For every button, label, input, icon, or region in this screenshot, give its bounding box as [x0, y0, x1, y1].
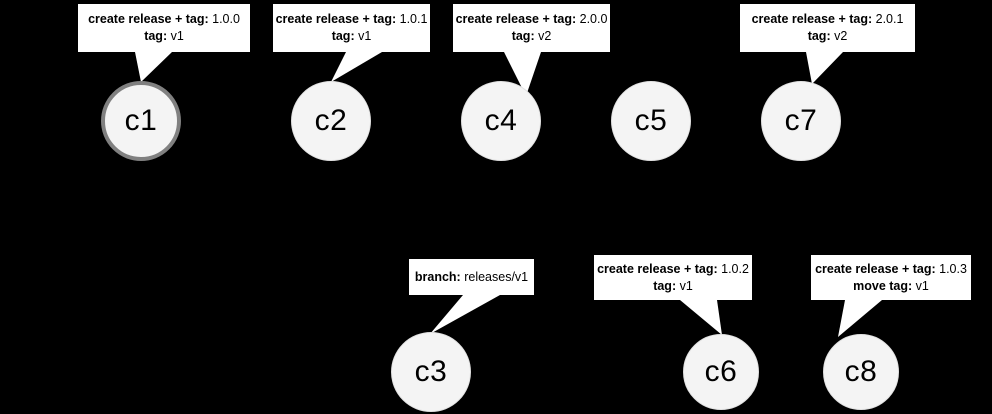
callout-c7-line-1: create release + tag: 2.0.1 [752, 11, 904, 28]
callout-tail-c7 [806, 52, 843, 84]
callout-c4-line-1: create release + tag: 2.0.0 [456, 11, 608, 28]
callout-c4-line-1-value: 2.0.0 [579, 12, 608, 26]
callout-c4-line-2: tag: v2 [512, 28, 552, 45]
callout-c2-line-1-key: create release + tag: [275, 12, 397, 26]
commit-node-c6[interactable]: c6 [683, 334, 759, 410]
commit-node-c3[interactable]: c3 [391, 332, 471, 412]
callout-c6-line-1-value: 1.0.2 [721, 261, 749, 276]
callout-tail-c4 [504, 52, 541, 96]
callout-c6-line-2: tag: v1 [653, 278, 693, 295]
commit-node-c5[interactable]: c5 [611, 81, 691, 161]
callout-c6-line-2-key: tag: [653, 278, 677, 293]
callout-c8-line-2-value: v1 [915, 278, 929, 293]
callout-c1-line-2: tag: v1 [144, 28, 184, 45]
callout-c3-line-1: branch: releases/v1 [415, 269, 528, 286]
commit-node-label-c3: c3 [414, 355, 448, 388]
callout-tail-c1 [135, 52, 172, 82]
callout-c3-line-1-key: branch: [414, 269, 461, 284]
callout-c8-line-1: create release + tag: 1.0.3 [815, 261, 967, 278]
callout-c7-line-2: tag: v2 [808, 28, 848, 45]
callout-c1-line-1-key: create release + tag: [88, 12, 209, 26]
callout-c6-line-1-key: create release + tag: [597, 261, 718, 276]
commit-node-label-c7: c7 [784, 104, 818, 137]
callout-c7-line-1-key: create release + tag: [751, 12, 873, 26]
callout-c8-line-2-key: move tag: [853, 278, 913, 293]
callout-c2-line-2-value: v1 [358, 29, 372, 43]
commit-node-label-c8: c8 [844, 355, 878, 388]
callout-c1-line-2-value: v1 [170, 29, 184, 43]
commit-node-c4[interactable]: c4 [461, 81, 541, 161]
callout-tail-c2 [331, 52, 382, 82]
callout-c4-line-2-value: v2 [538, 29, 552, 43]
callout-c8-line-1-key: create release + tag: [815, 261, 936, 276]
callout-c4-line-2-key: tag: [511, 29, 535, 43]
callout-c2-line-1: create release + tag: 1.0.1 [276, 11, 428, 28]
commit-node-c1[interactable]: c1 [101, 81, 181, 161]
commit-node-label-c5: c5 [634, 104, 668, 137]
callout-c1-line-2-key: tag: [144, 29, 168, 43]
callout-c8-line-1-value: 1.0.3 [939, 261, 967, 276]
callout-c3-line-1-value: releases/v1 [464, 269, 529, 284]
callout-tail-c8 [838, 300, 882, 337]
callout-c4-line-1-key: create release + tag: [455, 12, 577, 26]
commit-node-c7[interactable]: c7 [761, 81, 841, 161]
callout-c8-line-2: move tag: v1 [853, 278, 929, 295]
callout-c2-line-1-value: 1.0.1 [399, 12, 428, 26]
commit-node-label-c1: c1 [124, 104, 158, 137]
commit-node-label-c2: c2 [314, 104, 348, 137]
callout-c1-line-1-value: 1.0.0 [212, 12, 240, 26]
callout-tail-c3 [430, 295, 500, 334]
commit-node-c8[interactable]: c8 [823, 334, 899, 410]
commit-node-c2[interactable]: c2 [291, 81, 371, 161]
callout-c6-line-2-value: v1 [679, 278, 693, 293]
callout-c2-line-2: tag: v1 [332, 28, 372, 45]
callout-c7-line-1-value: 2.0.1 [875, 12, 904, 26]
commit-node-label-c4: c4 [484, 104, 518, 137]
callout-c7-line-2-key: tag: [807, 29, 831, 43]
callout-c1-line-1: create release + tag: 1.0.0 [88, 11, 240, 28]
callout-c7-line-2-value: v2 [834, 29, 848, 43]
callout-c6-line-1: create release + tag: 1.0.2 [597, 261, 749, 278]
callout-c2-line-2-key: tag: [331, 29, 355, 43]
callout-c3: branch: releases/v1 [409, 259, 534, 295]
commit-node-label-c6: c6 [704, 355, 738, 388]
callout-tail-c6 [680, 300, 722, 335]
